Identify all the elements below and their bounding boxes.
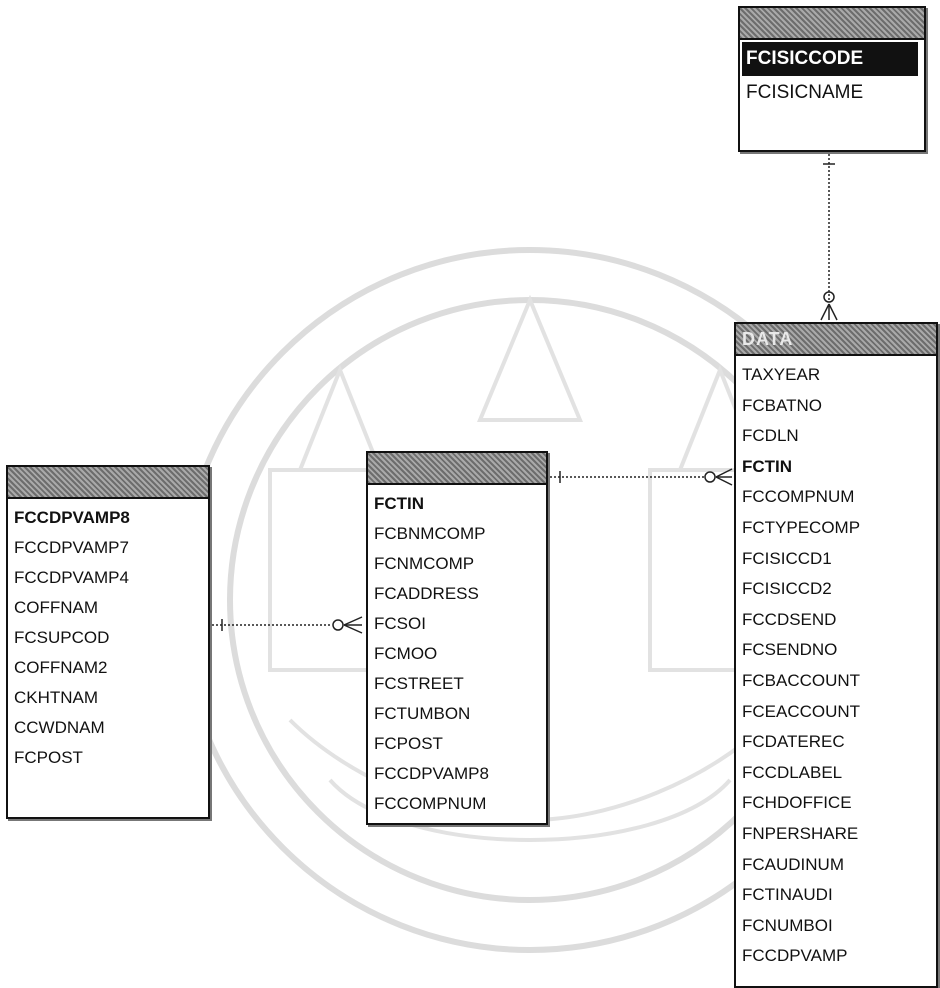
entity-data-table[interactable]: DATA TAXYEAR FCBATNO FCDLN FCTIN FCCOMPN… [734, 322, 938, 988]
entity-sic-table[interactable]: FCISICCODE FCISICNAME [738, 6, 926, 152]
field-fcsupcod[interactable]: FCSUPCOD [14, 628, 110, 647]
field-fccdpvamp[interactable]: FCCDPVAMP [742, 946, 848, 966]
field-fcbaccount[interactable]: FCBACCOUNT [742, 670, 861, 690]
field-fcbatno[interactable]: FCBATNO [742, 395, 822, 415]
field-fcaddress[interactable]: FCADDRESS [374, 584, 479, 603]
field-fctypecomp[interactable]: FCTYPECOMP [742, 517, 861, 537]
field-fcmoo[interactable]: FCMOO [374, 644, 438, 663]
field-fctin[interactable]: FCTIN [742, 456, 793, 476]
field-ccwdnam[interactable]: CCWDNAM [14, 718, 105, 737]
field-ckhtnam[interactable]: CKHTNAM [14, 688, 99, 707]
field-fccdpvamp8[interactable]: FCCDPVAMP8 [374, 764, 489, 783]
field-fchdoffice[interactable]: FCHDOFFICE [742, 793, 852, 813]
field-fctumbon[interactable]: FCTUMBON [374, 704, 471, 723]
field-fcisiccd1[interactable]: FCISICCD1 [742, 548, 832, 568]
field-fcsoi[interactable]: FCSOI [374, 614, 426, 633]
field-fcdaterec[interactable]: FCDATEREC [742, 732, 845, 752]
field-fcnumboi[interactable]: FCNUMBOI [742, 915, 833, 935]
field-coffnam[interactable]: COFFNAM [14, 598, 99, 617]
entity-data-title: DATA [736, 324, 936, 356]
field-coffnam2[interactable]: COFFNAM2 [14, 658, 108, 677]
field-fnpershare[interactable]: FNPERSHARE [742, 823, 859, 843]
field-fcnmcomp[interactable]: FCNMCOMP [374, 554, 475, 573]
field-fcsendno[interactable]: FCSENDNO [742, 640, 838, 660]
field-fceaccount[interactable]: FCEACCOUNT [742, 701, 861, 721]
field-fctin[interactable]: FCTIN [374, 494, 425, 513]
field-fccdpvamp7[interactable]: FCCDPVAMP7 [14, 538, 129, 557]
field-fccdlabel[interactable]: FCCDLABEL [742, 762, 843, 782]
entity-ref-table[interactable]: FCCDPVAMP8 FCCDPVAMP7 FCCDPVAMP4 COFFNAM… [6, 465, 210, 819]
field-fctinaudi[interactable]: FCTINAUDI [742, 885, 833, 905]
field-fcstreet[interactable]: FCSTREET [374, 674, 464, 693]
field-fcbnmcomp[interactable]: FCBNMCOMP [374, 524, 486, 543]
entity-buss-title [368, 453, 546, 485]
entity-sic-title [740, 8, 924, 40]
field-fcpost[interactable]: FCPOST [374, 734, 443, 753]
field-fcdln[interactable]: FCDLN [742, 426, 799, 446]
field-fcpost[interactable]: FCPOST [14, 748, 83, 767]
field-fccompnum[interactable]: FCCOMPNUM [374, 794, 487, 813]
entity-buss-table[interactable]: FCTIN FCBNMCOMP FCNMCOMP FCADDRESS FCSOI… [366, 451, 548, 825]
entity-ref-title [8, 467, 208, 499]
field-fccdsend[interactable]: FCCDSEND [742, 609, 837, 629]
field-fcaudinum[interactable]: FCAUDINUM [742, 854, 844, 874]
field-taxyear[interactable]: TAXYEAR [742, 365, 821, 384]
field-fccdpvamp4[interactable]: FCCDPVAMP4 [14, 568, 129, 587]
field-fcisiccode[interactable]: FCISICCODE [742, 42, 918, 76]
field-fccompnum[interactable]: FCCOMPNUM [742, 487, 855, 507]
field-fcisiccd2[interactable]: FCISICCD2 [742, 579, 832, 599]
field-fcisicname[interactable]: FCISICNAME [746, 82, 864, 103]
field-fccdpvamp8[interactable]: FCCDPVAMP8 [14, 508, 130, 527]
